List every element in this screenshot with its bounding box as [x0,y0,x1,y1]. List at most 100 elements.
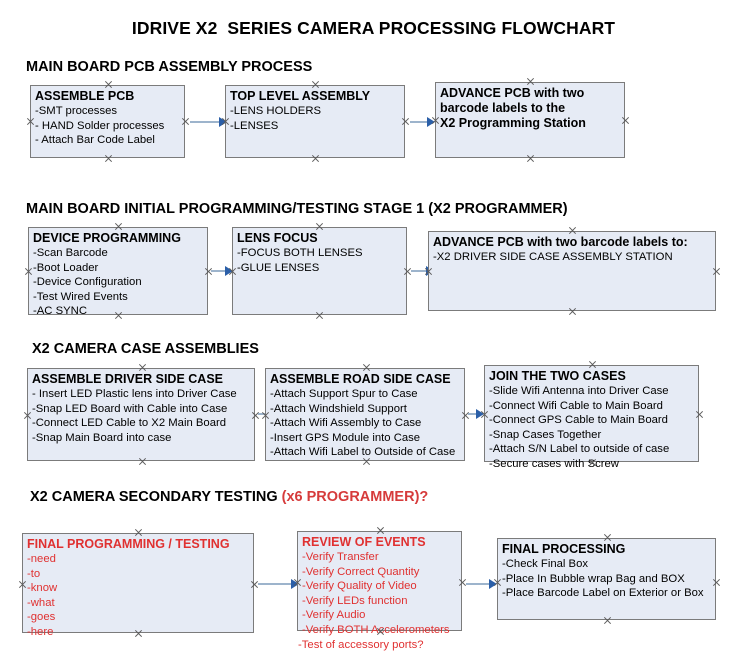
node-line: -Boot Loader [33,261,99,274]
node-assemble-driver-side-case[interactable]: ASSEMBLE DRIVER SIDE CASE - Insert LED P… [27,368,255,461]
node-line: -Verify BOTH Accelerometers [302,623,450,636]
node-line: -here [27,625,54,638]
connector-top-level-to-advance-pcb [410,117,435,127]
arrow-head-icon [225,266,233,276]
node-title: LENS FOCUS [237,231,318,245]
node-line: -X2 DRIVER SIDE CASE ASSEMBLY STATION [433,251,673,263]
connector-final-programming-to-review-events [258,579,299,589]
connector-lens-focus-to-advance-pcb-driver [411,266,434,276]
node-line: -Insert GPS Module into Case [270,431,421,444]
node-final-programming-testing[interactable]: FINAL PROGRAMMING / TESTING -need -to -k… [22,533,254,638]
node-title: FINAL PROCESSING [502,542,626,556]
connector-handle-bottom[interactable] [568,307,577,316]
node-line: -what [27,596,55,609]
node-line: -Secure cases with Screw [489,457,619,470]
node-title: DEVICE PROGRAMMING [33,231,181,245]
node-title: ASSEMBLE ROAD SIDE CASE [270,372,451,386]
node-lens-focus[interactable]: LENS FOCUS -FOCUS BOTH LENSES -GLUE LENS… [232,227,407,315]
node-device-programming[interactable]: DEVICE PROGRAMMING -Scan Barcode -Boot L… [28,227,208,317]
node-line: -Attach Wifi Label to Outside of Case [270,446,456,459]
node-line: -Connect Wifi Cable to Main Board [489,399,663,412]
node-line: -Attach S/N Label to outside of case [489,443,670,456]
section-heading-accent: (x6 PROGRAMMER)? [281,489,429,505]
node-line: -FOCUS BOTH LENSES [237,247,363,259]
connector-handle-top[interactable] [376,526,385,535]
arrow-head-icon [489,579,497,589]
node-line: -Verify Audio [302,609,366,622]
node-line: -Check Final Box [502,558,589,570]
node-line: -Attach Support Spur to Case [270,388,418,400]
connector-handle-left[interactable] [23,411,32,420]
connector-handle-top[interactable] [588,360,597,369]
connector-handle-top[interactable] [311,80,320,89]
section-heading-x2-camera-secondary-testing: X2 CAMERA SECONDARY TESTING (x6 PROGRAMM… [30,489,428,505]
connector-road-case-to-join-cases [468,409,484,419]
node-line: -Attach Wifi Assembly to Case [270,417,422,430]
node-line: -LENSES [230,119,279,132]
node-line: -Scan Barcode [33,247,108,259]
node-assemble-road-side-case[interactable]: ASSEMBLE ROAD SIDE CASE -Attach Support … [265,368,465,461]
connector-handle-top[interactable] [138,363,147,372]
node-title: ADVANCE PCB with two barcode labels to t… [440,86,586,130]
section-heading-main-board-pcb-assembly: MAIN BOARD PCB ASSEMBLY PROCESS [26,59,312,75]
node-top-level-assembly[interactable]: TOP LEVEL ASSEMBLY -LENS HOLDERS -LENSES [225,85,405,158]
section-heading-text: X2 CAMERA CASE ASSEMBLIES [32,341,259,357]
connector-assemble-pcb-to-top-level [190,117,227,127]
connector-handle-bottom[interactable] [603,616,612,625]
section-heading-text: MAIN BOARD PCB ASSEMBLY PROCESS [26,59,313,75]
connector-handle-left[interactable] [18,580,27,589]
section-heading-x2-camera-case-assemblies: X2 CAMERA CASE ASSEMBLIES [32,341,259,357]
arrow-head-icon [219,117,227,127]
connector-handle-top[interactable] [104,80,113,89]
connector-handle-bottom[interactable] [315,311,324,320]
node-line: -know [27,582,58,595]
node-join-the-two-cases[interactable]: JOIN THE TWO CASES -Slide Wifi Antenna i… [484,365,699,470]
node-title: ADVANCE PCB with two barcode labels to: [433,235,688,249]
node-title: ASSEMBLE DRIVER SIDE CASE [32,372,224,386]
connector-handle-top[interactable] [315,222,324,231]
node-line: -Snap Cases Together [489,428,602,441]
node-line: -Verify LEDs function [302,594,408,607]
node-title: FINAL PROGRAMMING / TESTING [27,537,230,551]
node-line: -to [27,567,41,580]
connector-handle-top[interactable] [362,363,371,372]
node-final-processing[interactable]: FINAL PROCESSING -Check Final Box -Place… [497,538,716,620]
arrow-head-icon [291,579,299,589]
connector-handle-bottom[interactable] [526,154,535,163]
connector-handle-bottom[interactable] [311,154,320,163]
connector-handle-top[interactable] [114,222,123,231]
node-line: - HAND Solder processes [35,119,165,132]
node-line: -Test Wired Events [33,290,128,303]
connector-handle-bottom[interactable] [138,457,147,466]
arrow-head-icon [476,409,484,419]
node-line: -Connect GPS Cable to Main Board [489,414,668,427]
node-line: -AC SYNC [33,305,87,318]
connector-handle-top[interactable] [568,226,577,235]
connector-handle-top[interactable] [134,528,143,537]
node-title: REVIEW OF EVENTS [302,535,426,549]
node-advance-pcb-programming-station[interactable]: ADVANCE PCB with two barcode labels to t… [435,82,625,158]
node-line: -need [27,553,56,565]
node-line: -Verify Correct Quantity [302,565,420,578]
connector-handle-top[interactable] [603,533,612,542]
node-line: -GLUE LENSES [237,261,320,274]
node-line: -Snap LED Board with Cable into Case [32,402,228,415]
section-heading-text: MAIN BOARD INITIAL PROGRAMMING/TESTING S… [26,201,568,217]
node-line: - Insert LED Plastic lens into Driver Ca… [32,388,237,400]
node-advance-pcb-driver-side-case[interactable]: ADVANCE PCB with two barcode labels to: … [428,231,716,311]
node-line: -Slide Wifi Antenna into Driver Case [489,385,669,397]
section-heading-text: X2 CAMERA SECONDARY TESTING [30,489,282,505]
connector-handle-bottom[interactable] [104,154,113,163]
node-line: - Attach Bar Code Label [35,134,155,147]
node-title: TOP LEVEL ASSEMBLY [230,89,371,103]
node-line: -Connect LED Cable to X2 Main Board [32,417,227,430]
connector-handle-top[interactable] [526,77,535,86]
connector-handle-left[interactable] [24,267,33,276]
node-assemble-pcb[interactable]: ASSEMBLE PCB -SMT processes - HAND Solde… [30,85,185,158]
node-review-of-events[interactable]: REVIEW OF EVENTS -Verify Transfer -Verif… [297,531,462,651]
node-line: -Verify Quality of Video [302,580,417,593]
connector-handle-left[interactable] [26,117,35,126]
node-line: -Attach Windshield Support [270,402,407,415]
connector-handle-right[interactable] [712,267,721,276]
